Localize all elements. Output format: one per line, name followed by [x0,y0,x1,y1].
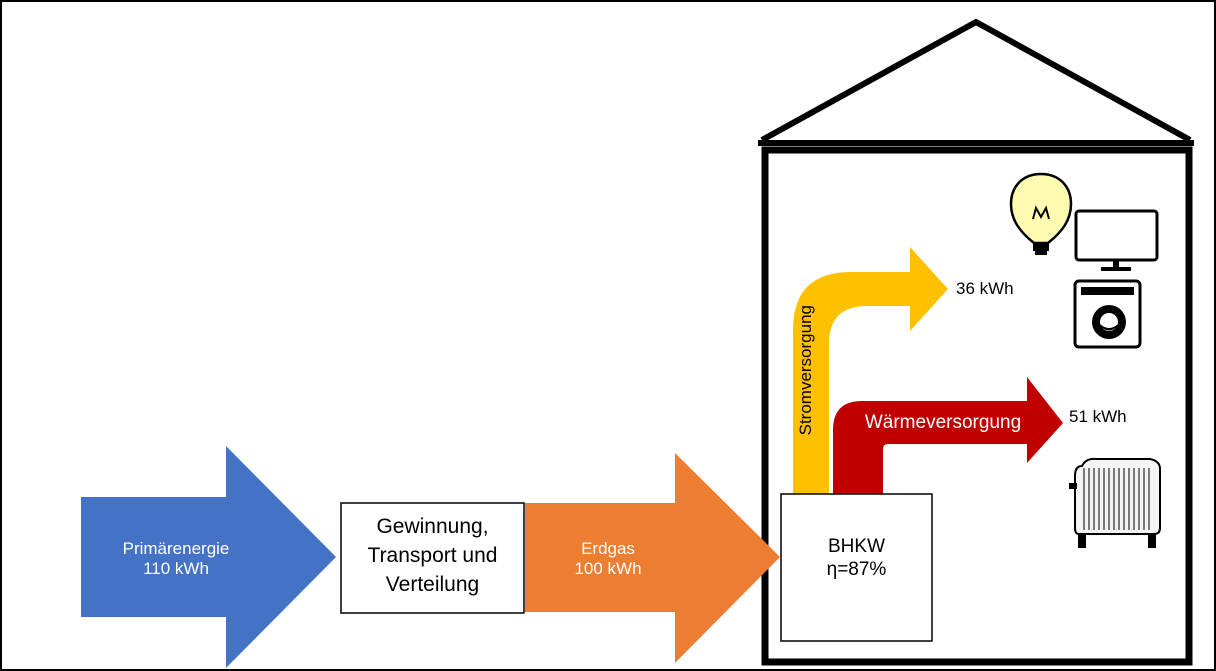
power-supply-label: Stromversorgung [795,305,815,436]
radiator-icon [1069,457,1161,548]
heat-supply-arrow [833,377,1063,495]
chp-box [780,493,933,642]
heat-supply-label: Wärmeversorgung [864,412,1022,433]
washing-machine-icon [1073,279,1142,349]
chp-efficiency: η=87% [826,558,887,580]
process-label: Gewinnung, Transport und Verteilung [341,512,524,599]
process-box [340,502,525,614]
process-line-1: Gewinnung, [376,515,489,538]
house-walls [761,146,1193,666]
house-roof [760,18,1192,143]
light-bulb-icon [1009,172,1073,255]
process-line-3: Verteilung [385,573,480,596]
chp-label: BHKW η=87% [781,536,932,582]
primary-energy-arrow [81,446,336,668]
power-value: 36 kWh [956,279,1014,298]
gas-title: Erdgas [581,539,635,558]
primary-energy-value: 110 kWh [143,559,209,579]
process-line-2: Transport und [367,544,498,567]
gas-arrow [525,453,780,663]
chp-title: BHKW [828,536,885,557]
gas-value: 100 kWh [574,559,642,579]
gas-label: Erdgas 100 kWh [548,539,668,580]
monitor-icon [1074,209,1159,271]
primary-energy-label: Primärenergie 110 kWh [96,539,256,580]
heat-value: 51 kWh [1069,407,1127,426]
primary-energy-title: Primärenergie [122,539,230,558]
power-supply-arrow [793,247,948,495]
